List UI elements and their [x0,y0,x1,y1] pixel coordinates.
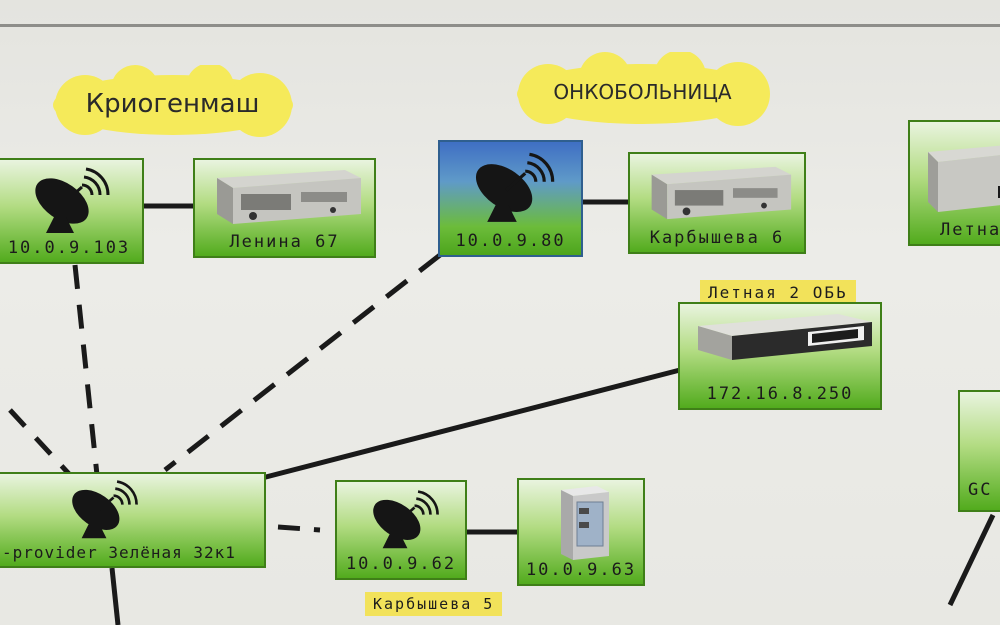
node-10-0-9-62[interactable]: 10.0.9.62 [335,480,467,580]
cloud-shape [53,63,293,137]
node-label: Карбышева 6 [649,228,785,248]
cloud-kriogenmash: Криогенмаш [45,63,300,143]
link-left-provider-dashed [8,408,72,477]
node-10-0-9-80[interactable]: 10.0.9.80 [438,140,583,257]
tag-karbysheva-5: Карбышева 5 [365,592,503,616]
satellite-dish-icon [72,480,138,539]
node-10-0-9-63[interactable]: 10.0.9.63 [517,478,645,586]
cloud-label-onkobolnitsa: ОНКОБОЛЬНИЦА [553,80,732,104]
node-label: -provider Зелёная 32к1 [2,543,236,562]
network-switch-icon [698,314,872,360]
node-karbysheva-6[interactable]: Карбышева 6 [628,152,806,254]
server-cabinet-icon [561,486,609,560]
node-label: GC [968,480,993,500]
node-label: 10.0.9.63 [525,560,637,580]
node-label: 10.0.9.80 [455,231,566,251]
node-label: Летна [940,220,1000,240]
node-label: 172.16.8.250 [706,384,854,404]
node-label: 10.0.9.103 [7,238,131,258]
tag-letnaya-2-obsh: Летная 2 ОБЬ [700,280,856,305]
link-80-provider-dashed [163,253,442,472]
link-103-provider-dashed [72,264,100,476]
node-172-16-8-250[interactable]: 172.16.8.250 [678,302,882,410]
satellite-dish-icon [35,167,110,233]
cloud-label-kriogenmash: Криогенмаш [85,89,260,119]
node-10-0-9-103[interactable]: 10.0.9.103 [0,158,144,264]
cloud-shape [517,50,770,126]
window-top-border [0,24,1000,27]
cloud-onkobolnitsa: ОНКОБОЛЬНИЦА [510,50,775,132]
link-provider-172 [261,367,681,481]
node-label: 10.0.9.62 [345,554,457,574]
node-letna-right[interactable]: Летна [908,120,1000,246]
satellite-dish-icon [373,490,439,549]
satellite-dish-icon [475,152,555,222]
link-provider-62-dashed [277,524,321,533]
link-provider-down [109,567,121,625]
node-lenina-67[interactable]: Ленина 67 [193,158,376,258]
router-device-icon [928,145,1000,212]
link-right-bottom [947,513,996,607]
node-gc-right[interactable]: GC [958,390,1000,512]
node-label: Ленина 67 [229,232,340,252]
node-provider-zelenaya[interactable]: -provider Зелёная 32к1 [0,472,266,568]
router-device-icon [651,166,792,220]
router-device-icon [217,170,361,224]
